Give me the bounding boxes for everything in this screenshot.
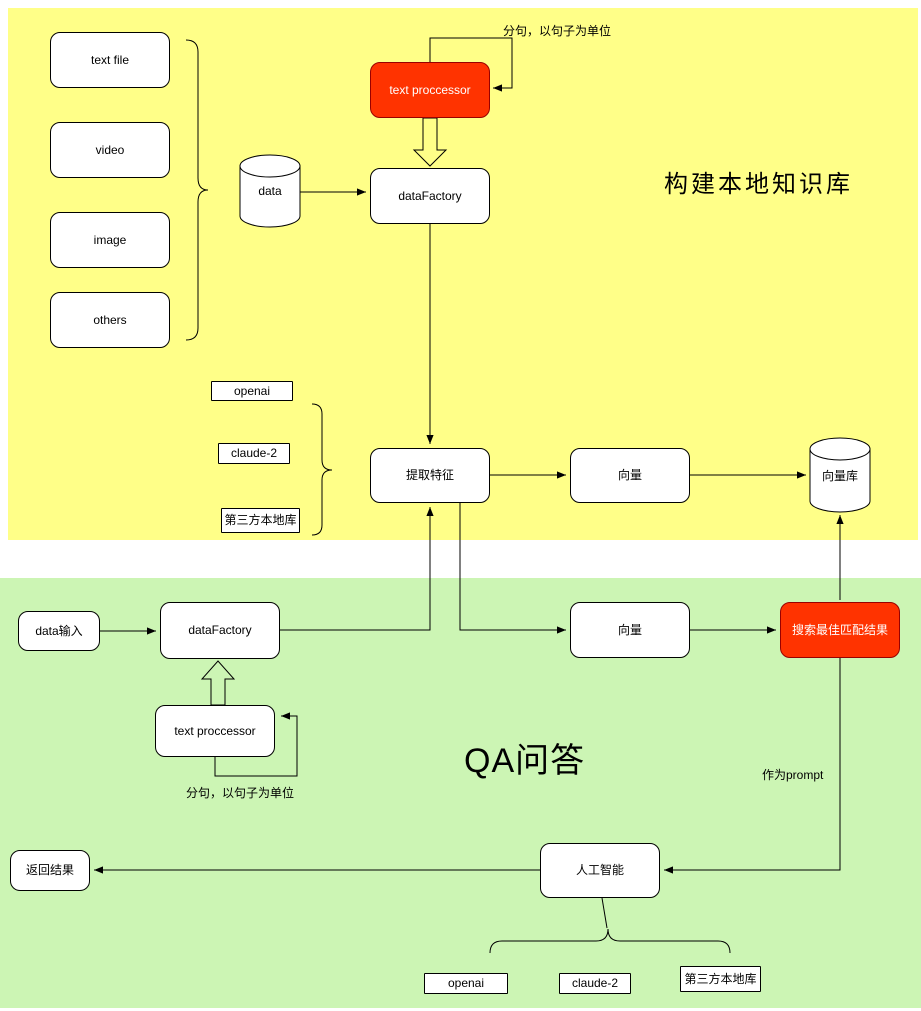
- node-openai-build: openai: [211, 381, 293, 401]
- node-data-factory-build: dataFactory: [370, 168, 490, 224]
- node-claude2-build: claude-2: [218, 443, 290, 464]
- node-vector-qa: 向量: [570, 602, 690, 658]
- sources-brace: [186, 40, 208, 340]
- qa-section-background: [0, 578, 921, 1008]
- node-vector-build: 向量: [570, 448, 690, 503]
- vector-store-cylinder: [810, 438, 870, 512]
- node-thirdparty-build: 第三方本地库: [221, 508, 300, 533]
- node-video: video: [50, 122, 170, 178]
- build-models-brace: [312, 404, 332, 535]
- as-prompt-label: 作为prompt: [762, 768, 824, 782]
- node-feature-extract: 提取特征: [370, 448, 490, 503]
- node-openai-qa: openai: [424, 973, 508, 994]
- node-return-result: 返回结果: [10, 850, 90, 891]
- build-section-title: 构建本地知识库: [664, 171, 853, 198]
- node-text-processor-build: text proccessor: [370, 62, 490, 118]
- node-thirdparty-qa: 第三方本地库: [680, 966, 761, 992]
- arrow-search-to-ai: [664, 658, 840, 874]
- split-loop-label-build: 分句，以句子为单位: [503, 24, 612, 38]
- data-cylinder-label: data: [258, 184, 282, 198]
- vector-store-label: 向量库: [821, 468, 858, 483]
- block-arrow-down: [414, 118, 446, 166]
- node-image: image: [50, 212, 170, 268]
- node-data-input: data输入: [18, 611, 100, 651]
- node-claude2-qa: claude-2: [559, 973, 631, 994]
- node-data-factory-qa: dataFactory: [160, 602, 280, 659]
- data-cylinder: [240, 155, 300, 227]
- split-loop-label-qa: 分句，以句子为单位: [186, 786, 295, 800]
- qa-section-title: QA问答: [464, 742, 586, 780]
- node-text-processor-qa: text proccessor: [155, 705, 275, 757]
- loop-text-processor-qa: [215, 712, 297, 776]
- node-text-file: text file: [50, 32, 170, 88]
- node-search-best-match: 搜索最佳匹配结果: [780, 602, 900, 658]
- arrow-extract-to-qa-vector: [460, 503, 566, 634]
- node-others: others: [50, 292, 170, 348]
- node-ai: 人工智能: [540, 843, 660, 898]
- arrow-qa-datafactory-to-extract: [280, 507, 434, 630]
- block-arrow-up: [202, 661, 234, 705]
- ai-to-brace-line: [602, 898, 607, 928]
- qa-models-brace: [490, 929, 730, 953]
- loop-text-processor-build: [430, 38, 512, 92]
